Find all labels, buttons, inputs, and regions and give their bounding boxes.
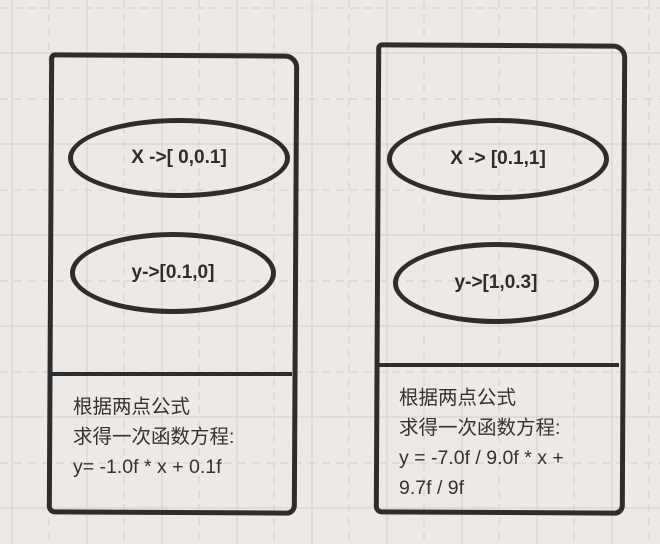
- description-line: 根据两点公式: [399, 387, 517, 409]
- x-range-label: X -> [0.1,1]: [450, 148, 546, 169]
- equation-continued: 9.7f / 9f: [399, 477, 465, 499]
- divider-right: [379, 363, 619, 367]
- x-range-ellipse-right[interactable]: X -> [0.1,1]: [387, 118, 609, 200]
- description-line: 求得一次函数方程:: [399, 417, 561, 439]
- y-range-label: y->[1,0.3]: [454, 272, 538, 293]
- y-range-ellipse-right[interactable]: y->[1,0.3]: [393, 242, 599, 324]
- equation: y= -1.0f * x + 0.1f: [73, 456, 222, 478]
- divider-left: [52, 372, 292, 376]
- equation: y = -7.0f / 9.0f * x +: [399, 447, 564, 469]
- x-range-ellipse-left[interactable]: X ->[ 0,0.1]: [68, 118, 290, 198]
- y-range-ellipse-left[interactable]: y->[0.1,0]: [70, 232, 276, 314]
- y-range-label: y->[0.1,0]: [131, 262, 215, 283]
- description-right: 根据两点公式 求得一次函数方程: y = -7.0f / 9.0f * x + …: [399, 383, 564, 503]
- description-line: 求得一次函数方程:: [73, 426, 235, 448]
- description-line: 根据两点公式: [73, 396, 191, 418]
- description-left: 根据两点公式 求得一次函数方程: y= -1.0f * x + 0.1f: [73, 392, 234, 482]
- x-range-label: X ->[ 0,0.1]: [131, 147, 227, 168]
